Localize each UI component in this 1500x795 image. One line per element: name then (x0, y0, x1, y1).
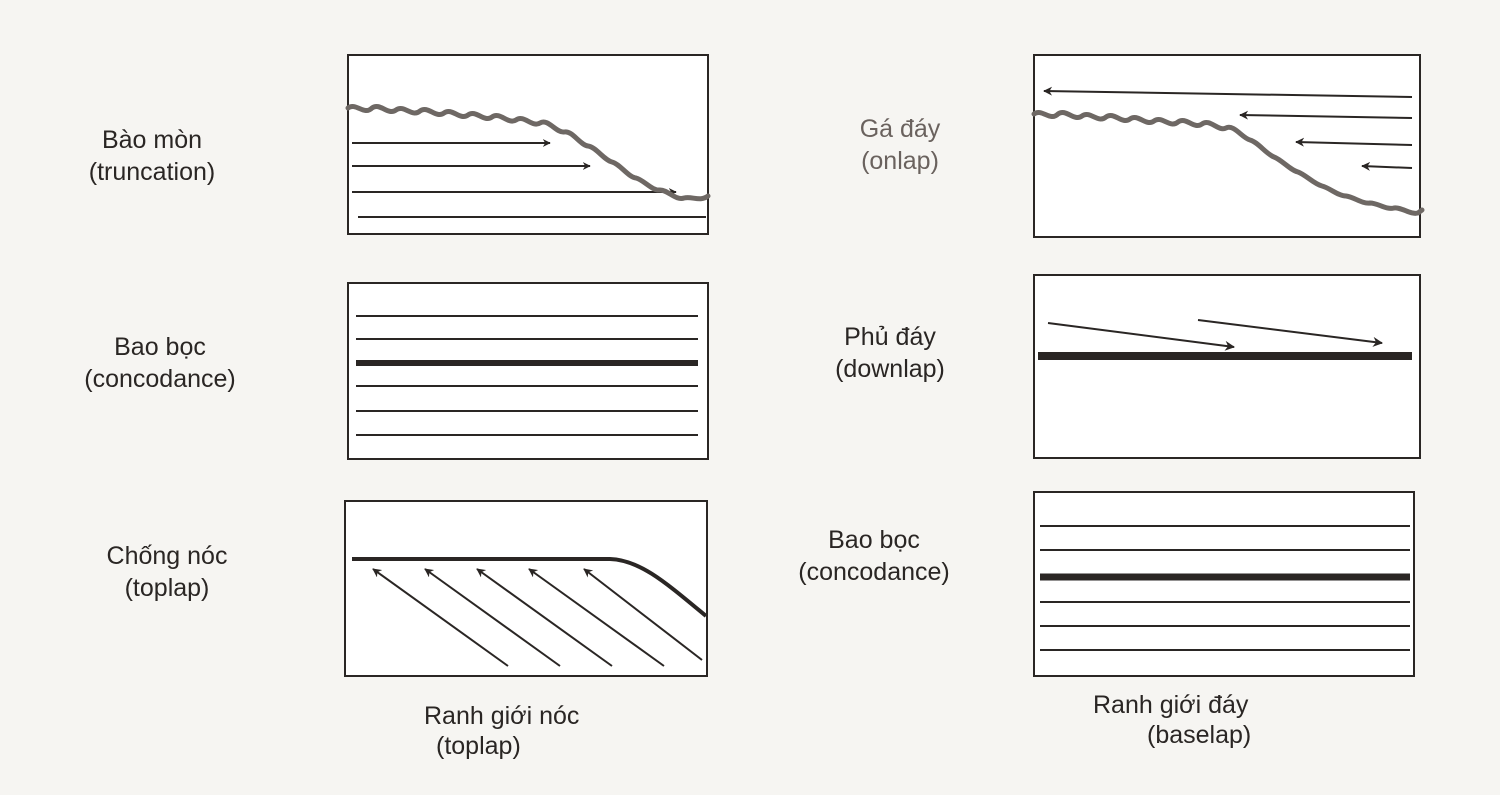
label-concordance-bottom-english: (concodance) (798, 558, 950, 586)
erosion-surface (1031, 110, 1425, 216)
label-onlap-term: Gá đáy (859, 115, 941, 143)
caption-top-boundary-line2: (toplap) (436, 732, 521, 760)
label-toplap-english: (toplap) (124, 574, 210, 602)
label-concordance-bottom-term: Bao bọc (828, 526, 920, 554)
panel-concordance-right (1033, 491, 1415, 677)
label-truncation-term: Bào mòn (101, 126, 203, 154)
panel-downlap (1033, 274, 1421, 459)
erosion-surface (345, 104, 711, 202)
panel-onlap (1031, 54, 1425, 238)
label-toplap: Chống nóc (toplap) (84, 540, 250, 604)
panel-frame (1033, 274, 1421, 459)
label-downlap-english: (downlap) (835, 355, 945, 383)
clinoform-arrow (424, 568, 561, 667)
caption-top-boundary: Ranh giới nóc (toplap) (424, 701, 579, 761)
panel-frame (1033, 54, 1421, 238)
clinoform-arrow (476, 568, 613, 667)
downlap-arrow (1197, 319, 1383, 347)
label-toplap-term: Chống nóc (106, 542, 228, 570)
caption-base-boundary-line2: (baselap) (1147, 721, 1252, 749)
top-boundary (352, 557, 708, 618)
clinoform-arrow (583, 568, 703, 661)
caption-base-boundary: Ranh giới đáy (baselap) (1093, 690, 1251, 750)
onlap-arrow (1239, 110, 1413, 120)
onlap-arrow (1043, 86, 1413, 98)
label-onlap: Gá đáy (onlap) (830, 113, 970, 177)
onlap-arrow (1361, 161, 1413, 171)
caption-top-boundary-line1: Ranh giới nóc (424, 702, 580, 730)
label-concordance-top-english: (concodance) (84, 365, 236, 393)
label-concordance-top: Bao bọc (concodance) (62, 331, 258, 395)
label-downlap-term: Phủ đáy (844, 323, 936, 351)
onlap-arrow (1295, 137, 1413, 147)
panel-frame (347, 282, 709, 460)
caption-base-boundary-line1: Ranh giới đáy (1093, 691, 1249, 719)
label-concordance-top-term: Bao bọc (114, 333, 206, 361)
panel-frame (1033, 491, 1415, 677)
clinoform-arrow (528, 568, 665, 667)
clinoform-arrow (372, 568, 509, 667)
downlap-arrow (1047, 322, 1235, 351)
panel-toplap (344, 500, 708, 677)
panel-frame (347, 54, 709, 235)
panel-frame (344, 500, 708, 677)
panel-concordance-left (347, 282, 709, 460)
panel-truncation (345, 54, 711, 235)
label-downlap: Phủ đáy (downlap) (815, 321, 965, 385)
label-truncation-english: (truncation) (88, 158, 216, 186)
label-truncation: Bào mòn (truncation) (72, 124, 232, 188)
label-concordance-bottom: Bao bọc (concodance) (776, 524, 972, 588)
label-onlap-english: (onlap) (861, 147, 939, 175)
